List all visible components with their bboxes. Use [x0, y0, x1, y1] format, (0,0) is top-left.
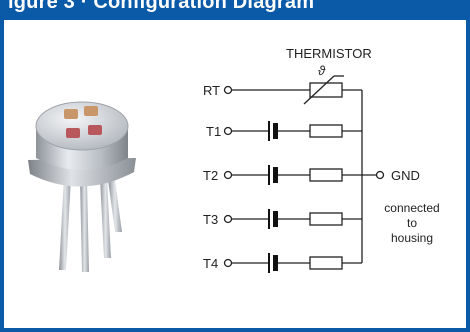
sensor-top [35, 101, 129, 151]
pin-label-t4: T4 [203, 256, 218, 271]
terminal-t3 [223, 214, 233, 224]
housing-note-line-1: connected [384, 201, 439, 215]
cell-t4-thick [273, 255, 278, 271]
cell-t1-thin [268, 121, 270, 141]
cell-t1-thick [273, 123, 278, 139]
pin-label-t3: T3 [203, 212, 218, 227]
circuit-schematic [223, 75, 385, 270]
thermistor-label: THERMISTOR [286, 46, 372, 61]
terminal-rt [223, 85, 233, 95]
sensor-windows [64, 106, 102, 138]
pin-label-t2: T2 [203, 168, 218, 183]
cell-t4-thin [268, 253, 270, 273]
branch-t4 [232, 256, 362, 270]
pin-label-rt: RT [203, 83, 220, 98]
filter-window-3 [66, 128, 80, 138]
theta-symbol: ϑ [318, 63, 326, 78]
sensor-photo [28, 101, 136, 272]
cell-t3-thick [273, 211, 278, 227]
cell-t2-thick [273, 167, 278, 183]
terminal-t2 [223, 170, 233, 180]
terminal-t1 [223, 126, 233, 136]
filter-window-4 [88, 125, 102, 135]
figure-title: igure 3 · Configuration Diagram [8, 0, 315, 13]
gnd-label: GND [391, 168, 420, 183]
pin-label-t1: T1 [206, 124, 221, 139]
filter-window-2 [84, 106, 98, 116]
housing-note-line-3: housing [391, 231, 433, 245]
cell-t2-thin [268, 165, 270, 185]
cell-t3-thin [268, 209, 270, 229]
terminal-gnd [375, 170, 385, 180]
terminal-t4 [223, 258, 233, 268]
filter-window-1 [64, 109, 78, 119]
thermistor-slash [303, 75, 335, 105]
thermistor-body [309, 82, 343, 98]
branch-t3 [232, 212, 362, 226]
figure-title-bar: igure 3 · Configuration Diagram [0, 0, 470, 20]
housing-note-line-2: to [407, 216, 417, 230]
branch-t1 [232, 124, 362, 138]
thermopile-symbols [268, 121, 278, 273]
sensor-pins [59, 178, 122, 272]
branch-t2 [232, 168, 376, 182]
